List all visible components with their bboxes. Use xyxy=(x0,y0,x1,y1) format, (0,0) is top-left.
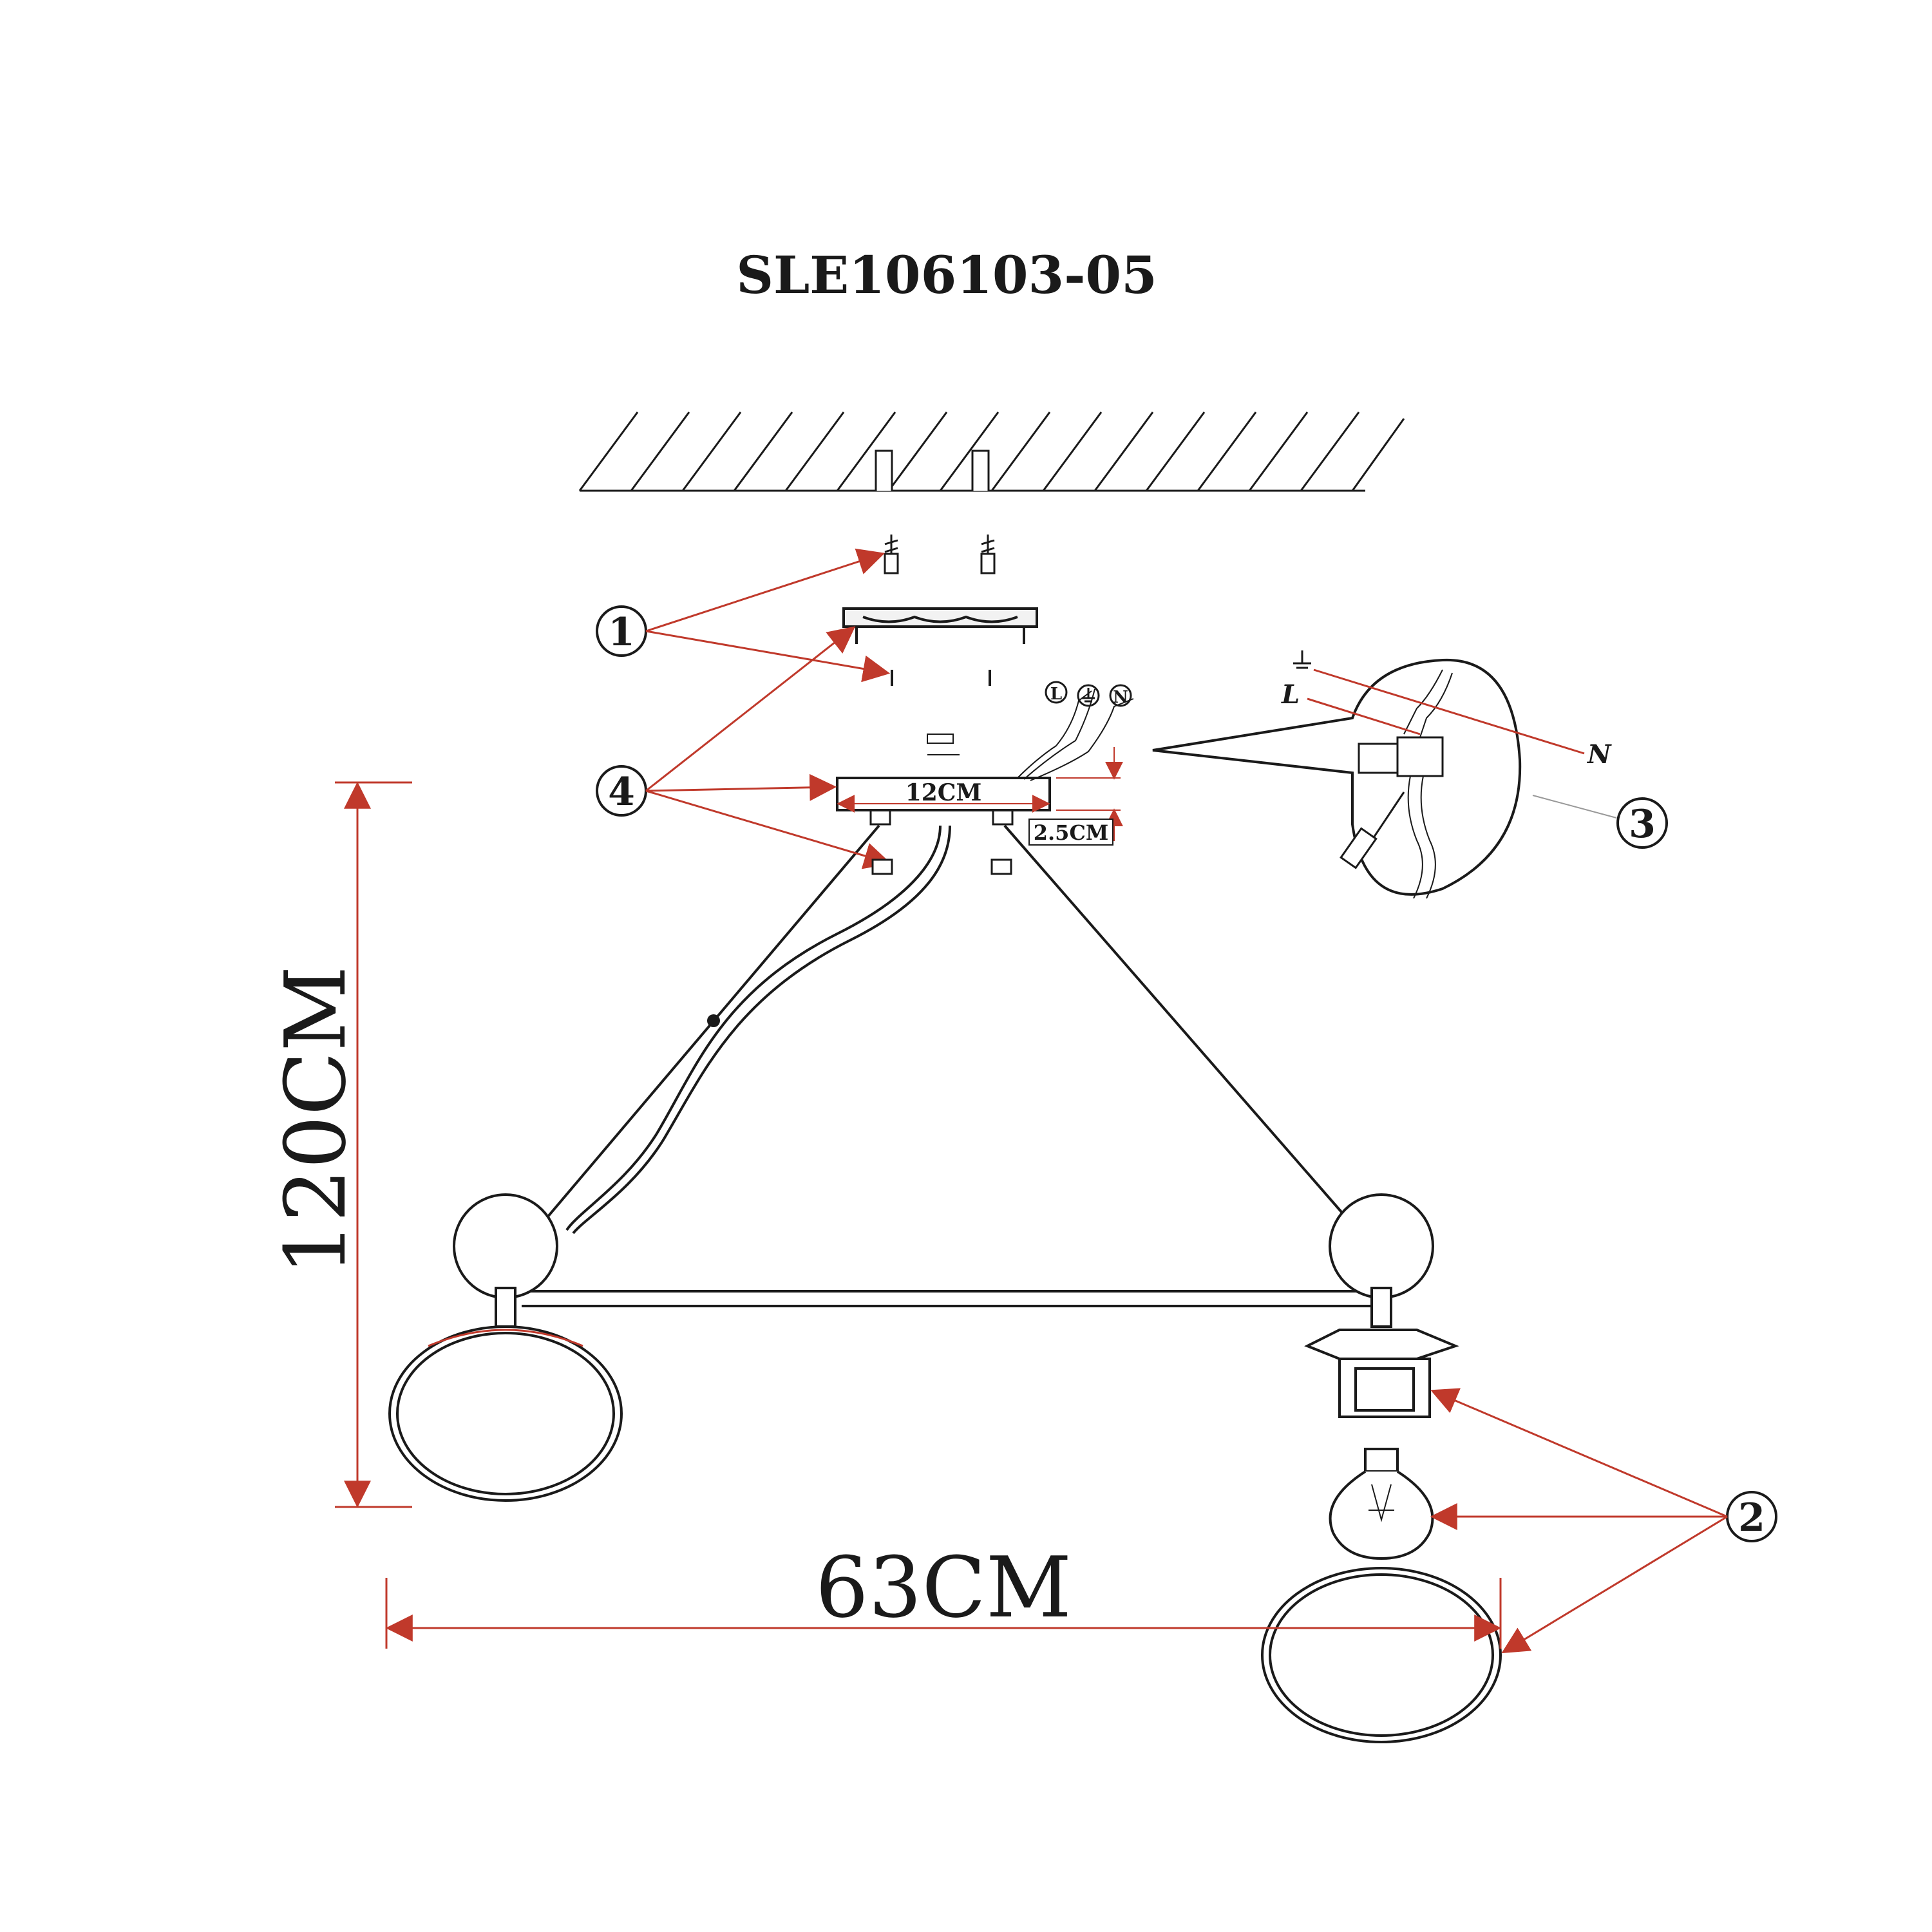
right-glass-shade xyxy=(1261,1567,1502,1743)
terminal-block-icon xyxy=(1396,736,1444,777)
callout-2-label: 2 xyxy=(1738,1495,1765,1540)
live-terminal-label: L xyxy=(1050,685,1062,704)
width-label: 63CM xyxy=(815,1539,1072,1636)
callout-4: 4 xyxy=(596,626,892,869)
callout-1-label: 1 xyxy=(608,610,635,655)
live-wire-label: L xyxy=(1281,679,1300,710)
height-dimension: 120CM xyxy=(267,781,412,1508)
cable-joint xyxy=(707,1014,720,1027)
wire-terminals: L N xyxy=(1045,681,1132,707)
callout-3: 3 xyxy=(1532,795,1668,849)
neutral-wire-label: N xyxy=(1586,739,1612,770)
callout-2: 2 xyxy=(1430,1388,1777,1654)
canopy-width-label: 12CM xyxy=(905,779,982,806)
bulb-icon xyxy=(1329,1448,1434,1560)
canopy: 12CM xyxy=(836,777,1051,826)
canopy-height-label: 2.5CM xyxy=(1034,820,1109,845)
left-shade-top xyxy=(428,1329,583,1347)
screwdriver-icon xyxy=(1340,791,1405,869)
screw-icon xyxy=(884,535,996,574)
ceiling xyxy=(578,412,1405,492)
callout-3-label: 3 xyxy=(1629,802,1656,847)
height-label: 120CM xyxy=(267,966,365,1276)
callout-1: 1 xyxy=(596,548,891,683)
wiring-detail-bubble xyxy=(1152,658,1522,899)
suspension-cables xyxy=(546,824,1347,1235)
ground-icon xyxy=(1293,650,1311,669)
bracket-nuts xyxy=(871,858,1012,875)
model-title: SLE106103-05 xyxy=(736,245,1157,305)
mounting-bracket xyxy=(842,607,1038,686)
callout-4-label: 4 xyxy=(608,770,635,815)
left-glass-shade xyxy=(388,1325,623,1502)
lamp-body xyxy=(453,1193,1434,1328)
ground-icon xyxy=(1082,688,1095,703)
wiring-labels: L N xyxy=(1281,650,1612,770)
width-dimension: 63CM xyxy=(385,1539,1502,1649)
neutral-terminal-label: N xyxy=(1113,688,1128,707)
canopy-height-dimension: 2.5CM xyxy=(1028,747,1123,846)
right-socket xyxy=(1304,1329,1459,1418)
bracket-detail xyxy=(927,734,960,755)
